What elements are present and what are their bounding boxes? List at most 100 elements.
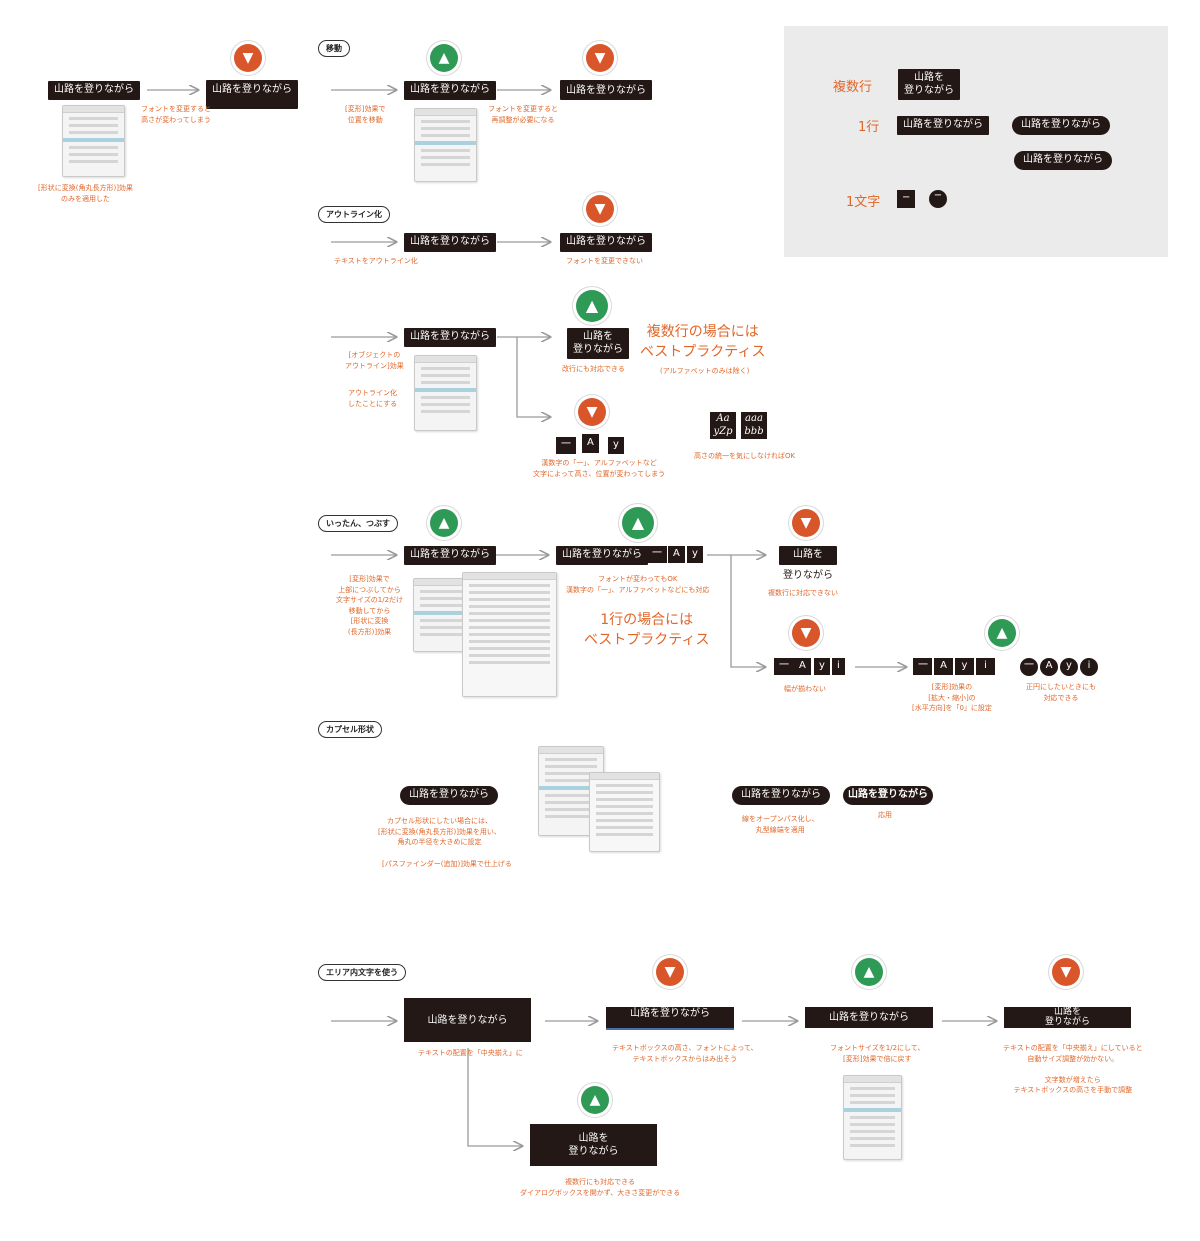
glyph-dash: 一 (913, 658, 932, 675)
thumbs-down-icon: ▼ (586, 44, 614, 72)
glyph-A: A (934, 658, 953, 675)
outline-bar-result: 山路を登りながら (560, 233, 652, 252)
thumbs-up-icon: ▲ (430, 44, 458, 72)
legend-single-label: 1行 (858, 120, 880, 135)
row1-tall-bar: 山路を登りながら (206, 80, 298, 109)
thumbs-down-icon: ▼ (578, 398, 606, 426)
legend-multi-label: 複数行 (833, 80, 873, 95)
section-tag-outline: アウトライン化 (318, 206, 390, 223)
object-outline-multiline: 山路を登りながら (567, 328, 629, 359)
thumbs-up-icon: ▲ (576, 290, 608, 322)
legend-char-square: − (897, 190, 915, 208)
flatten-split-bottom: 登りながら (783, 570, 833, 581)
section-tag-capsule: カプセル形状 (318, 721, 382, 738)
glyph-circle-i: i (1080, 658, 1098, 676)
section-tag-area: エリア内文字を使う (318, 964, 406, 981)
thumbs-up-icon: ▲ (988, 619, 1016, 647)
capsule-note-a: カプセル形状にしたい場合には、 [形状に変換(角丸長方形)]効果を用い、 角丸の… (378, 817, 501, 846)
capsule-bar-applied: 山路を登りながら (843, 786, 933, 805)
flatten-split-top: 山路を (779, 546, 837, 565)
flatten-note-c: 複数行に対応できない (768, 589, 838, 597)
capsule-note-d: 応用 (878, 811, 892, 819)
thumbs-up-icon: ▲ (622, 507, 654, 539)
legend-single-sample-capsule-alt: 山路を登りながら (1014, 151, 1112, 170)
arrow (730, 555, 765, 667)
area-box-multiline-bad: 山路を登りながら (1004, 1007, 1131, 1028)
object-outline-bar: 山路を登りながら (404, 328, 496, 347)
capsule-note-b: [パスファインダー(追加)]効果で仕上げる (382, 860, 512, 868)
glyph-circle-dash: 一 (1020, 658, 1038, 676)
flatten-note-d: 幅が揃わない (784, 685, 826, 693)
flatten-bar: 山路を登りながら (404, 546, 496, 565)
move-note-a: [変形]効果で 位置を移動 (345, 105, 386, 124)
appearance-panel-thumbnail (843, 1075, 902, 1160)
glyph-y: y (814, 658, 830, 675)
row1-note-b: フォントを変更すると 高さが変わってしまう (141, 105, 211, 124)
object-outline-note-a: [オブジェクトの アウトライン]効果 (345, 351, 404, 370)
area-box-multiline-good: 山路を登りながら (530, 1124, 657, 1166)
legend-multi-sample: 山路を登りながら (898, 69, 960, 100)
shape-dialog-thumbnail (589, 772, 660, 852)
area-note-c: フォントサイズを1/2にして、 [変形]効果で倍に戻す (830, 1044, 925, 1063)
area-box-fixed: 山路を登りながら (805, 1007, 933, 1028)
thumbs-down-icon: ▼ (656, 958, 684, 986)
glyph-i: i (976, 658, 995, 675)
glyph-y: y (608, 437, 624, 454)
object-outline-note-e: 高さの統一を気にしなければOK (694, 452, 796, 460)
object-outline-note-d: 漢数字の「一」、アルファベットなど 文字によって高さ、位置が変わってしまう (533, 459, 666, 478)
glyph-A: A (582, 434, 599, 453)
area-box-centered: 山路を登りながら (404, 998, 531, 1042)
appearance-panel-thumbnail (62, 105, 125, 177)
appearance-panel-thumbnail (414, 355, 477, 431)
legend-single-sample-capsule: 山路を登りながら (1012, 116, 1110, 135)
glyph-y: y (955, 658, 974, 675)
object-outline-note-b: アウトライン化 したことにする (348, 389, 398, 408)
glyph-i: i (832, 658, 845, 675)
glyph-circle-y: y (1060, 658, 1078, 676)
area-note-d: テキストの配置を「中央揃え」にしていると 自動サイズ調整が効かない。 文字数が増… (1003, 1044, 1143, 1094)
flatten-note-b: フォントが変わってもOK 漢数字の「一」、アルファベットなどにも対応 (566, 575, 710, 594)
outline-bar: 山路を登りながら (404, 233, 496, 252)
outline-note-a: テキストをアウトライン化 (334, 257, 418, 265)
move-note-b: フォントを変更すると 再調整が必要になる (488, 105, 558, 124)
glyph-dash: 一 (556, 437, 576, 454)
area-box-overflow: 山路を登りながら (606, 1007, 734, 1030)
multi-line-best-practice: 複数行の場合には ベストプラクティス (640, 324, 766, 361)
thumbs-up-icon: ▲ (855, 958, 883, 986)
thumbs-down-icon: ▼ (234, 44, 262, 72)
thumbs-up-icon: ▲ (430, 509, 458, 537)
thumbs-down-icon: ▼ (586, 195, 614, 223)
outline-note-b: フォントを変更できない (566, 257, 643, 265)
glyph-y: y (687, 546, 703, 563)
flatten-note-f: 正円にしたいときにも 対応できる (1026, 683, 1096, 702)
glyph-A: A (794, 658, 811, 675)
arrow (467, 1048, 522, 1146)
arrow (516, 337, 550, 417)
move-bar-bad: 山路を登りながら (560, 80, 652, 100)
capsule-bar-open-path: 山路を登りながら (732, 786, 830, 805)
appearance-panel-thumbnail (414, 108, 477, 182)
area-note-a: テキストの配置を「中央揃え」に (418, 1049, 523, 1057)
capsule-bar: 山路を登りながら (400, 786, 498, 805)
thumbs-up-icon: ▲ (581, 1086, 609, 1114)
flatten-bar-result: 山路を登りながら (556, 546, 648, 565)
section-tag-flatten: いったん、つぶす (318, 515, 398, 532)
move-bar-good: 山路を登りながら (404, 81, 496, 100)
thumbs-down-icon: ▼ (1052, 958, 1080, 986)
section-tag-move: 移動 (318, 40, 350, 57)
glyph-dash: 一 (774, 658, 794, 675)
row1-original-bar: 山路を登りながら (48, 81, 140, 100)
glyph-A: A (668, 546, 685, 563)
legend-char-label: 1文字 (846, 195, 881, 210)
transform-dialog-thumbnail (462, 572, 557, 697)
legend-single-sample-bar: 山路を登りながら (897, 116, 989, 135)
row1-note-a: [形状に変換(角丸長方形)]効果 のみを適用した (38, 184, 133, 203)
capsule-note-c: 線をオープンパス化し、 丸型線端を適用 (742, 815, 819, 834)
object-outline-note-c: 改行にも対応できる (562, 365, 625, 373)
flatten-note-a: [変形]効果で 上部につぶしてから 文字サイズの1/2だけ 移動してから [形状… (336, 575, 404, 636)
glyph-circle-A: A (1040, 658, 1058, 676)
glyph-dash: 一 (647, 546, 667, 563)
